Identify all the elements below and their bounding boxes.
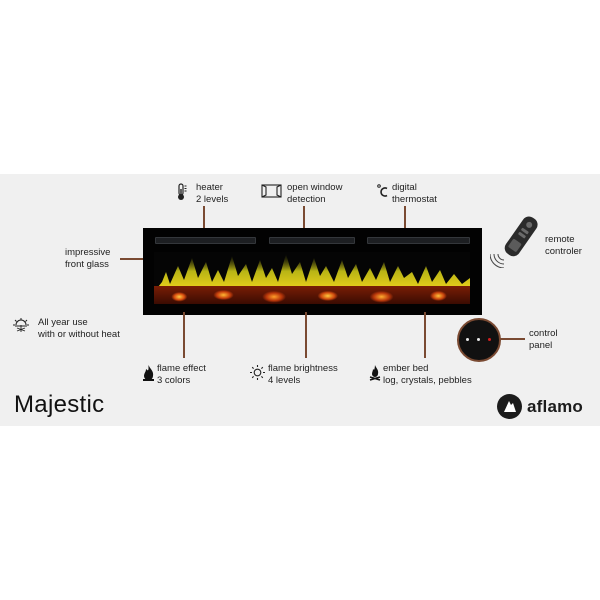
open-window-label: open window detection <box>287 182 343 205</box>
electric-fireplace <box>143 228 482 315</box>
heater-vent-left <box>155 237 256 244</box>
flame-brightness-label: flame brightness 4 levels <box>268 363 338 386</box>
front-glass-label: impressive front glass <box>65 247 111 270</box>
sun-snowflake-icon <box>13 318 29 332</box>
open-window-leader-line <box>303 206 305 240</box>
brand-logo: aflamo <box>497 394 583 419</box>
control-panel-leader-line <box>494 338 525 340</box>
campfire-icon <box>369 365 381 381</box>
brand-name: aflamo <box>527 396 583 416</box>
celsius-icon <box>377 184 388 197</box>
heater-leader-line <box>203 206 205 240</box>
ember-bed-leader-line <box>424 312 426 358</box>
thermometer-icon <box>178 183 187 200</box>
ember-bed-label: ember bed log, crystals, pebbles <box>383 363 472 386</box>
flame-effect-label: flame effect 3 colors <box>157 363 206 386</box>
control-button-up <box>466 338 469 341</box>
heater-vent-right <box>367 237 470 244</box>
window-icon <box>261 184 282 198</box>
flame-brightness-leader-line <box>305 312 307 358</box>
control-button-down <box>477 338 480 341</box>
front-glass-leader-line <box>120 258 149 260</box>
remote-control-icon <box>490 216 538 268</box>
sun-icon <box>250 365 265 380</box>
all-year-label: All year use with or without heat <box>38 317 120 340</box>
product-title: Majestic <box>14 391 105 418</box>
thermostat-leader-line <box>404 206 406 240</box>
flame-display <box>154 254 470 292</box>
remote-label: remote controler <box>545 234 582 257</box>
aflamo-logo-icon <box>497 394 522 419</box>
power-led <box>488 338 491 341</box>
flame-icon <box>143 365 154 381</box>
front-glass <box>154 252 470 304</box>
flame-effect-leader-line <box>183 312 185 358</box>
control-display-center <box>269 237 355 244</box>
heater-label: heater 2 levels <box>196 182 229 205</box>
ember-bed <box>154 286 470 304</box>
control-panel-label: control panel <box>529 328 558 351</box>
thermostat-label: digital thermostat <box>392 182 437 205</box>
control-panel-magnified <box>457 318 501 362</box>
